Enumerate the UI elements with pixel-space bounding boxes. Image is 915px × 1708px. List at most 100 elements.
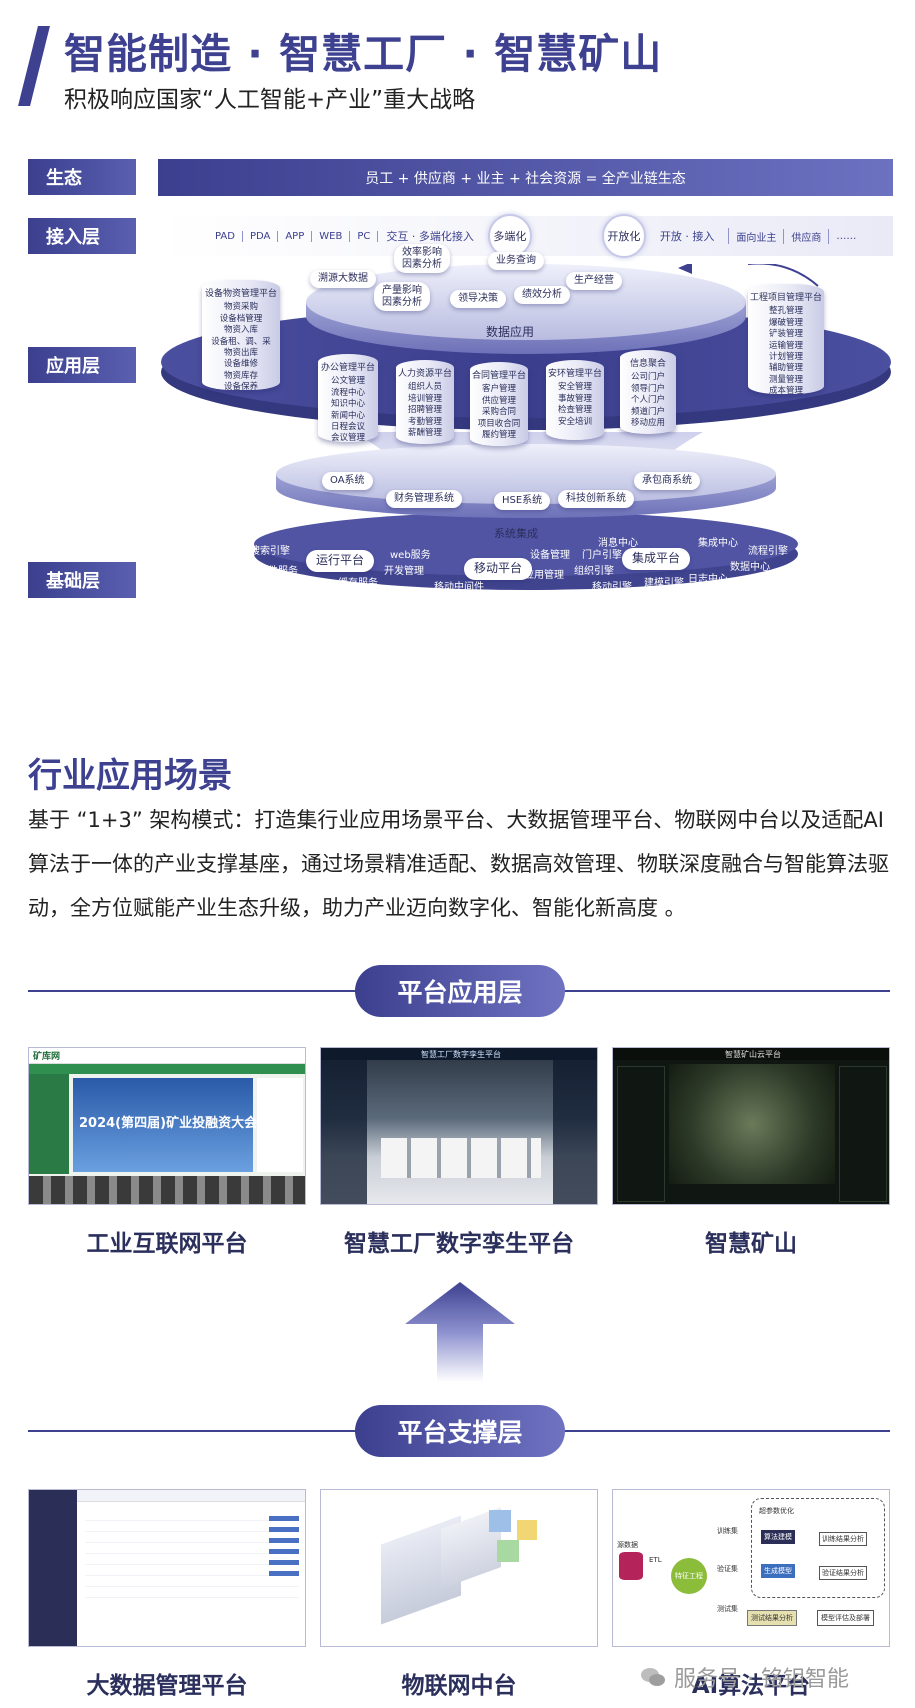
ai-flow-label: 算法建模	[761, 1530, 795, 1544]
screen-banner: 2024(第四届)矿业投融资大会	[79, 1116, 258, 1131]
app-pill: 效率影响因素分析	[394, 244, 450, 273]
base-service-label: 缓存服务	[338, 578, 378, 589]
cylinder-item: 薪酬管理	[407, 428, 442, 439]
cylinder-item: 计划管理	[768, 352, 803, 363]
cylinder-item: 测量管理	[768, 374, 803, 385]
app-pill: 业务查询	[488, 252, 544, 270]
base-service-label: 开发管理	[384, 566, 424, 577]
cylinder-item: 安全管理	[557, 382, 592, 393]
cylinder-item: 物资采购	[223, 302, 258, 313]
base-platform-pill: 移动平台	[464, 558, 533, 580]
cylinder-title: 办公管理平台	[320, 363, 375, 373]
caption-ai-algorithm: AI算法平台	[691, 1673, 811, 1699]
cylinder-engineering: 工程项目管理平台 整孔管理 爆破管理 铲装管理 运输管理 计划管理 辅助管理 测…	[748, 284, 824, 397]
base-service-label: 文件服务	[258, 566, 298, 577]
cylinder-item: 流程中心	[330, 387, 365, 398]
ai-flow-label: 验证集	[717, 1565, 738, 1573]
base-platform-pill: 集成平台	[622, 548, 691, 570]
app-pill: 绩效分析	[514, 286, 570, 304]
layer-label-access: 接入层	[28, 218, 136, 254]
cylinder-title: 人力资源平台	[397, 369, 452, 379]
cylinder-info: 信息聚合 公司门户 领导门户 个人门户 频道门户 移动应用	[620, 350, 676, 434]
layer-label-ecology: 生态	[28, 159, 136, 195]
cylinder-title: 信息聚合	[629, 359, 666, 369]
cylinder-item: 设备维修	[223, 359, 258, 370]
base-service-label: 门户引擎	[582, 550, 622, 561]
caption-iot: 物联网中台	[401, 1673, 517, 1699]
layer-label-application: 应用层	[28, 347, 136, 383]
device-label: WEB	[312, 230, 351, 242]
caption-smart-mine: 智慧矿山	[705, 1231, 797, 1257]
access-bar: PAD PDA APP WEB PC 交互 · 多端化接入 多端化 开放化 开放…	[158, 214, 893, 258]
cylinder-item: 考勤管理	[407, 416, 442, 427]
cylinder-title: 工程项目管理平台	[749, 293, 822, 303]
base-service-label: 设备管理	[530, 550, 570, 561]
arrow-head-icon	[678, 264, 692, 274]
cylinder-item: 公文管理	[330, 376, 365, 387]
app-pill: 领导决策	[450, 290, 506, 308]
cylinder-item: 移动应用	[630, 418, 665, 429]
cylinder-item: 成本管理	[768, 386, 803, 397]
base-service-label: 消息中心	[598, 538, 638, 549]
cylinder-contract: 合同管理平台 客户管理 供应管理 采购合同 项目收合同 履约管理	[470, 362, 528, 446]
cylinder-item: 辅助管理	[768, 363, 803, 374]
page-title: 智能制造 · 智慧工厂 · 智慧矿山	[64, 30, 663, 78]
platform-app-layer-label: 平台应用层	[355, 965, 565, 1017]
screenshot-big-data	[28, 1489, 306, 1647]
base-service-label: 流程引擎	[748, 546, 788, 557]
ai-flow-label: 模型评估及部署	[817, 1610, 874, 1626]
ai-flow-label: 测试结果分析	[747, 1610, 797, 1626]
system-pill: 科技创新系统	[558, 490, 634, 508]
arrow-up-icon	[405, 1282, 515, 1382]
ai-flow-label: 超参数优化	[759, 1507, 794, 1515]
partner-label: 面向业主	[729, 228, 785, 244]
cylinder-item: 设备保养	[223, 382, 258, 393]
cylinder-item: 新闻中心	[330, 410, 365, 421]
system-pill: HSE系统	[494, 492, 551, 510]
system-pill: 财务管理系统	[386, 490, 462, 508]
cylinder-item: 知识中心	[330, 399, 365, 410]
ecology-bar: 员工 + 供应商 + 业主 + 社会资源 = 全产业链生态	[158, 159, 893, 196]
ai-flow-label: 训练结果分析	[819, 1532, 867, 1546]
screenshot-industrial-internet: 矿库网 2024(第四届)矿业投融资大会	[28, 1047, 306, 1205]
app-pill: 溯源大数据	[310, 270, 376, 288]
system-integration-label: 系统集成	[494, 527, 538, 540]
device-label: PAD	[208, 230, 243, 242]
cylinder-item: 设备档管理	[219, 313, 263, 324]
cylinder-hr: 人力资源平台 组织人员 培训管理 招聘管理 考勤管理 薪酬管理	[396, 360, 454, 444]
partner-label: 供应商	[784, 228, 830, 244]
cylinder-item: 会议管理	[330, 433, 365, 444]
watermark: 服务号 · 铭钼智能	[640, 1661, 849, 1693]
device-label: PC	[350, 230, 379, 242]
cylinder-item: 供应管理	[481, 395, 516, 406]
header-accent-slash	[18, 26, 50, 106]
caption-industrial-internet: 工业互联网平台	[86, 1231, 248, 1257]
multi-end-badge: 多端化	[487, 214, 532, 258]
base-service-label: 移动中间件	[434, 582, 484, 593]
cylinder-equipment: 设备物资管理平台 物资采购 设备档管理 物资入库 设备租、调、采 物资出库 设备…	[202, 280, 280, 393]
base-service-label: web服务	[390, 550, 431, 561]
cylinder-title: 设备物资管理平台	[204, 289, 277, 299]
watermark-text: 服务号 · 铭钼智能	[674, 1667, 849, 1692]
cylinder-item: 事故管理	[557, 393, 592, 404]
base-service-label: 搜索引擎	[250, 546, 290, 557]
screenshot-smart-mine: 智慧矿山云平台	[612, 1047, 890, 1205]
cylinder-title: 合同管理平台	[471, 371, 526, 381]
base-service-label: 数据中心	[730, 562, 770, 573]
screen-logo: 矿库网	[29, 1048, 305, 1064]
cylinder-item: 采购合同	[481, 407, 516, 418]
interaction-label: 交互 · 多端化接入	[386, 230, 474, 243]
cylinder-item: 客户管理	[481, 384, 516, 395]
cylinder-item: 领导门户	[630, 383, 665, 394]
cylinder-item: 招聘管理	[407, 405, 442, 416]
screen-title: 智慧矿山云平台	[725, 1050, 781, 1059]
cylinder-item: 设备租、调、采	[211, 336, 271, 347]
page-subtitle: 积极响应国家“人工智能+产业”重大战略	[64, 87, 476, 113]
cylinder-item: 项目收合同	[477, 418, 521, 429]
cylinder-item: 物资出库	[223, 348, 258, 359]
cylinder-item: 运输管理	[768, 340, 803, 351]
cylinder-title: 安环管理平台	[547, 369, 602, 379]
cylinder-item: 爆破管理	[768, 317, 803, 328]
section-title: 行业应用场景	[28, 756, 232, 796]
cylinder-office: 办公管理平台 公文管理 流程中心 知识中心 新闻中心 日程会议 会议管理	[318, 354, 378, 444]
